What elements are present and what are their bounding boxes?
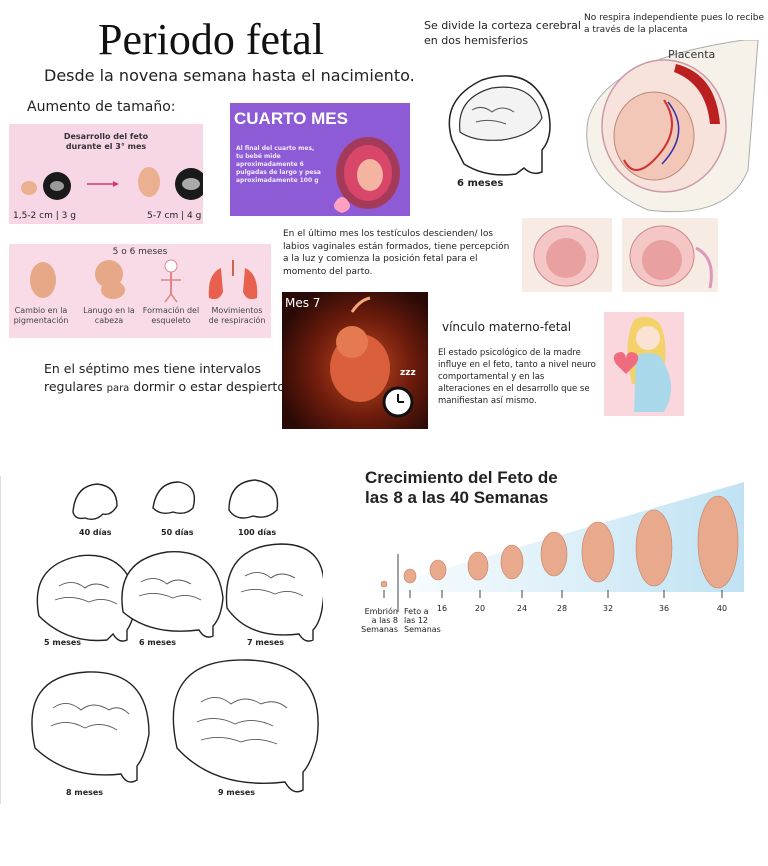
brain-label-7-meses: 7 meses	[247, 638, 285, 647]
week-24: 24	[516, 604, 528, 613]
embrion-label: Embrión a las 8 Semanas	[356, 607, 398, 634]
week-32: 32	[602, 604, 614, 613]
growth-chart-illustration	[364, 482, 744, 612]
feto-label-l1: Feto a	[404, 607, 429, 616]
fetus-in-womb-icon	[334, 137, 400, 213]
panel1-heading-line2: durante el 3° mes	[65, 142, 147, 151]
panel2-item-3: Formación del esqueleto	[142, 306, 200, 325]
mes7-label: Mes 7	[285, 296, 321, 310]
embrion-label-l3: Semanas	[361, 625, 398, 634]
brain-development-illustrations	[31, 479, 323, 793]
week-40: 40	[716, 604, 728, 613]
mes7-card: Mes 7 zzz	[282, 292, 428, 429]
growth-chart-title-line2: las 8 a las 40 Semanas	[365, 488, 549, 507]
six-months-label: 6 meses	[457, 178, 504, 189]
feto-label: Feto a las 12 Semanas	[404, 607, 444, 634]
growth-header: Aumento de tamaño:	[27, 99, 176, 115]
panel2-item-2: Lanugo en la cabeza	[83, 306, 135, 325]
embrion-label-l2: a las 8	[371, 616, 398, 625]
septimo-line2b: dormir o estar despierto	[129, 379, 285, 394]
brain-label-8-meses: 8 meses	[66, 788, 104, 797]
brain-label-100-dias: 100 días	[238, 528, 277, 537]
brain-label-6-meses: 6 meses	[139, 638, 177, 647]
third-month-panel: Desarrollo del feto durante el 3° mes 1,…	[9, 124, 203, 224]
mes7-fetus-illustration	[330, 296, 414, 418]
feto-label-l3: Semanas	[404, 625, 441, 634]
cuarto-mes-card: CUARTO MES Al final del cuarto mes, tu b…	[230, 103, 410, 216]
panel1-left-caption: 1,5-2 cm | 3 g	[13, 211, 76, 221]
cuarto-mes-text: Al final del cuarto mes, tu bebé mide ap…	[236, 145, 321, 184]
panel2-illustrations	[30, 259, 258, 303]
corteza-text: Se divide la corteza cerebral en dos hem…	[424, 19, 581, 47]
septimo-line1: En el séptimo mes tiene intervalos	[44, 361, 262, 376]
brain-label-5-meses: 5 meses	[44, 638, 82, 647]
brain-label-9-meses: 9 meses	[218, 788, 256, 797]
five-six-months-panel: 5 o 6 meses Cambio en la pigmentación La…	[9, 244, 271, 338]
ultimo-mes-text: En el último mes los testículos desciend…	[283, 229, 510, 277]
brain-development-panel: 40 días 50 días 100 días 5 meses 6 meses…	[0, 476, 323, 804]
septimo-text: En el séptimo mes tiene intervalos regul…	[44, 360, 285, 398]
page-subtitle: Desde la novena semana hasta el nacimien…	[44, 66, 415, 85]
panel2-item-4: Movimientos de respiración	[208, 306, 266, 325]
cuarto-mes-title: CUARTO MES	[234, 109, 348, 128]
septimo-para: para	[106, 383, 130, 394]
week-36: 36	[658, 604, 670, 613]
panel1-right-caption: 5-7 cm | 4 g	[147, 211, 202, 221]
zzz-label: zzz	[400, 368, 416, 378]
growth-chart-title: Crecimiento del Feto de las 8 a las 40 S…	[365, 468, 558, 508]
growth-chart: Crecimiento del Feto de las 8 a las 40 S…	[354, 462, 760, 642]
brain-label-40-dias: 40 días	[79, 528, 112, 537]
panel1-heading-line1: Desarrollo del feto	[63, 132, 149, 141]
week-20: 20	[474, 604, 486, 613]
vinculo-title: vínculo materno-fetal	[442, 320, 572, 334]
placenta-illustration	[586, 40, 759, 213]
brain-label-50-dias: 50 días	[161, 528, 194, 537]
septimo-line2a: regulares	[44, 379, 107, 394]
feto-label-l2: las 12	[404, 616, 429, 625]
embrion-label-l1: Embrión	[364, 607, 398, 616]
week-28: 28	[556, 604, 568, 613]
mother-card	[604, 312, 684, 416]
third-month-illustration	[21, 167, 203, 200]
septimo-line2: regulares para dormir o estar despierto	[44, 378, 285, 398]
vinculo-text: El estado psicológico de la madre influy…	[438, 348, 596, 406]
panel2-item-1: Cambio en la pigmentación	[13, 306, 69, 325]
panel1-heading: Desarrollo del feto durante el 3° mes	[9, 132, 203, 152]
placenta-text: No respira independiente pues lo recibe …	[584, 13, 765, 35]
panel2-heading: 5 o 6 meses	[112, 247, 168, 257]
page-title: Periodo fetal	[98, 15, 325, 64]
six-months-head-illustration	[448, 75, 551, 176]
week-16: 16	[436, 604, 448, 613]
growth-chart-title-line1: Crecimiento del Feto de	[365, 468, 558, 487]
last-month-illustrations	[522, 218, 718, 292]
pregnant-mother-illustration	[613, 316, 672, 412]
placenta-label: Placenta	[668, 48, 716, 61]
